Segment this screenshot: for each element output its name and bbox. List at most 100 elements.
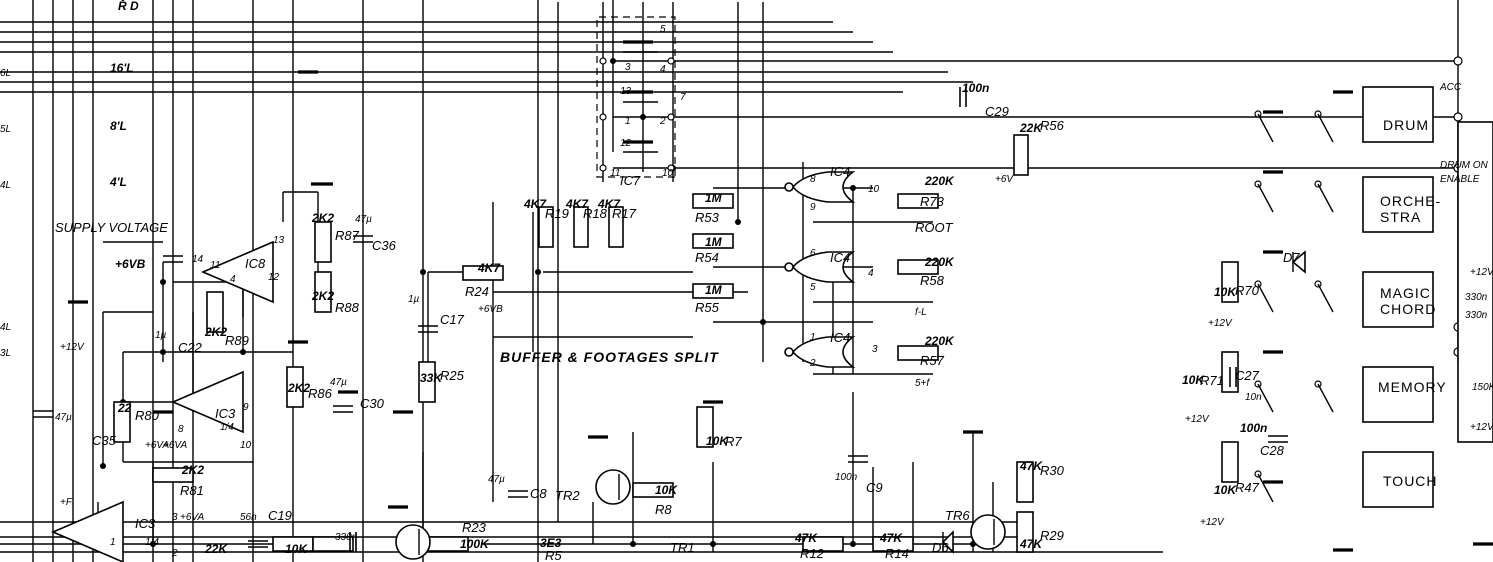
r17-val: 4K7 xyxy=(597,197,621,211)
c330n-b-val: 330n xyxy=(335,532,358,543)
c35-ref: C35 xyxy=(92,433,117,448)
r22k-val: 22K xyxy=(204,542,228,556)
side-res-150k: 150K xyxy=(1472,382,1493,393)
c35-val: 47µ xyxy=(55,412,72,423)
r87-val: 2K2 xyxy=(311,211,334,225)
r57-ref: R57 xyxy=(920,353,945,368)
r55-ref: R55 xyxy=(695,300,720,315)
ic4a-pin-9: 9 xyxy=(810,202,816,213)
r19-ref: R19 xyxy=(545,206,569,221)
r24-ref: R24 xyxy=(465,284,489,299)
ic7-pin-12: 12 xyxy=(620,138,632,149)
button-magic-chord: MAGIC CHORD xyxy=(1380,285,1436,317)
net-p6v: +6V xyxy=(995,174,1014,185)
ic4c-pin-2: 2 xyxy=(809,358,816,369)
diodes xyxy=(941,250,1306,554)
c36-ref: C36 xyxy=(372,238,397,253)
svg-text:STRA: STRA xyxy=(1380,209,1421,225)
ic7-pin-10: 10 xyxy=(662,168,674,179)
ic4b-pin-6: 6 xyxy=(810,248,816,259)
button-drum: DRUM xyxy=(1383,117,1429,133)
drawing-ref: Ř D xyxy=(118,0,139,13)
ic8-label: IC8 xyxy=(245,256,266,271)
net-p12v-a: +12V xyxy=(60,342,85,353)
ic4-gates xyxy=(784,171,856,368)
c22-ref: C22 xyxy=(178,340,203,355)
ic4a-label: IC4 xyxy=(830,164,850,179)
ic3b-pin-1: 1 xyxy=(110,537,116,548)
net-p6va: +6VA xyxy=(163,440,188,451)
ic3b-supply: +6VA xyxy=(180,512,205,523)
ic3b-frac: 1/4 xyxy=(145,537,159,548)
tr6-label: TR6 xyxy=(945,508,970,523)
r71-val: 10K xyxy=(1182,373,1205,387)
d7-label: D7 xyxy=(1283,250,1300,265)
side-cap-330n: 330n xyxy=(1465,292,1488,303)
r23-ref: R23 xyxy=(462,520,487,535)
r30-ref: R30 xyxy=(1040,463,1065,478)
c30-ref: C30 xyxy=(360,396,385,411)
resistor-bodies xyxy=(113,134,1239,553)
ic7-pin-11: 11 xyxy=(610,168,620,179)
c29-ref: C29 xyxy=(985,104,1009,119)
c27-ref: C27 xyxy=(1235,368,1260,383)
ic3a-pin-10: 10 xyxy=(240,440,252,451)
c19-val: 56n xyxy=(240,512,257,523)
svg-text:DRUM: DRUM xyxy=(1383,117,1429,133)
net-fl: f-L xyxy=(915,307,927,318)
ground-symbols xyxy=(68,70,1493,552)
ic4c-label: IC4 xyxy=(830,330,850,345)
ic8-pin-13: 13 xyxy=(273,235,285,246)
c17-val: 1µ xyxy=(408,294,420,305)
c28-val: 100n xyxy=(1240,421,1267,435)
ic8-pin-4: 4 xyxy=(230,274,236,285)
ext-label: ACC xyxy=(1439,82,1462,93)
c9-ref: C9 xyxy=(866,480,883,495)
net-p12v-b: +12V xyxy=(1208,318,1233,329)
r17-ref: R17 xyxy=(612,206,637,221)
r14-ref: R14 xyxy=(885,546,909,561)
ic4b-pin-5: 5 xyxy=(810,282,816,293)
r89-ref: R89 xyxy=(225,333,249,348)
tr1-label: TR1 xyxy=(670,540,695,555)
ic8-pin-12: 12 xyxy=(268,272,280,283)
button-touch: TOUCH xyxy=(1383,473,1437,489)
r5-ref: R5 xyxy=(545,548,562,562)
r53-ref: R53 xyxy=(695,210,720,225)
ic3b-label: IC3 xyxy=(135,516,156,531)
side-note-drum-on: DRUM ON xyxy=(1440,160,1489,171)
button-boxes xyxy=(1362,86,1493,508)
r86-val: 2K2 xyxy=(287,381,310,395)
r71-ref: R71 xyxy=(1200,373,1224,388)
svg-text:CHORD: CHORD xyxy=(1380,301,1436,317)
r14-val: 47K xyxy=(879,531,903,545)
footage-16: 16'L xyxy=(110,61,134,75)
r87-ref: R87 xyxy=(335,228,360,243)
footage-8: 8'L xyxy=(110,119,127,133)
switch-contacts xyxy=(1254,110,1334,503)
c9-val: 100n xyxy=(835,472,858,483)
ic7-label: IC7 xyxy=(620,173,641,188)
r47-ref: R47 xyxy=(1235,480,1260,495)
d6-label: D6 xyxy=(932,540,949,555)
r88-val: 2K2 xyxy=(311,289,334,303)
net-p6vb: +6VB xyxy=(478,304,503,315)
c36-val: 47µ xyxy=(355,214,372,225)
svg-text:ORCHE-: ORCHE- xyxy=(1380,193,1441,209)
r89-val: 2K2 xyxy=(204,325,227,339)
r80-val: 22 xyxy=(117,401,132,415)
net-p12v-c: +12V xyxy=(1185,414,1210,425)
net-p12v-e: +12V xyxy=(1470,267,1493,278)
net-p12v-d: +12V xyxy=(1200,517,1225,528)
ic3a-pin-supply: +6VA xyxy=(145,440,170,451)
ic4c-pin-1: 1 xyxy=(810,332,816,343)
r10k-val: 10K xyxy=(285,542,308,556)
ic4a-pin-8: 8 xyxy=(810,174,816,185)
r58-ref: R58 xyxy=(920,273,945,288)
side-note-enable: ENABLE xyxy=(1440,174,1480,185)
r29-ref: R29 xyxy=(1040,528,1064,543)
r18-val: 4K7 xyxy=(565,197,589,211)
ic8-pin-11: 11 xyxy=(210,260,220,271)
